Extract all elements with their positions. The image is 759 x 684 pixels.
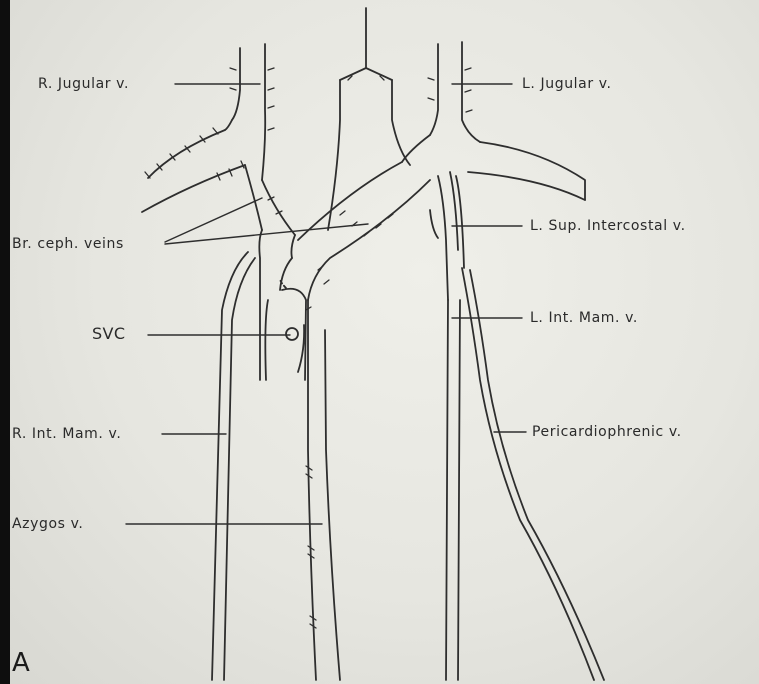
label-br-ceph: Br. ceph. veins bbox=[12, 236, 124, 252]
azygos-arch bbox=[286, 325, 304, 372]
l-jugular-vein bbox=[430, 42, 480, 142]
label-azygos: Azygos v. bbox=[12, 516, 83, 532]
panel-letter: A bbox=[12, 648, 30, 678]
label-pericardiophrenic: Pericardiophrenic v. bbox=[532, 424, 682, 440]
label-l-jugular: L. Jugular v. bbox=[522, 76, 612, 92]
r-jugular-vein bbox=[232, 44, 265, 180]
azygos-vein bbox=[308, 300, 340, 680]
label-svc: SVC bbox=[92, 326, 125, 342]
label-r-int-mam: R. Int. Mam. v. bbox=[12, 426, 121, 442]
l-brachiocephalic-vein bbox=[291, 162, 430, 300]
r-int-mam-vein bbox=[212, 252, 255, 680]
leader-br-ceph-lower bbox=[165, 224, 368, 244]
central-vessel bbox=[328, 80, 410, 230]
l-subclavian-vein bbox=[402, 135, 585, 200]
label-r-jugular: R. Jugular v. bbox=[38, 76, 129, 92]
label-l-int-mam: L. Int. Mam. v. bbox=[530, 310, 638, 326]
label-l-sup-intercostal: L. Sup. Intercostal v. bbox=[530, 218, 686, 234]
l-int-mam-vein bbox=[446, 300, 460, 680]
pericardiophrenic-vein bbox=[462, 268, 604, 680]
l-sup-intercostal-vein bbox=[430, 172, 464, 300]
svc-vessel bbox=[259, 230, 306, 380]
midline-marker bbox=[340, 8, 392, 80]
